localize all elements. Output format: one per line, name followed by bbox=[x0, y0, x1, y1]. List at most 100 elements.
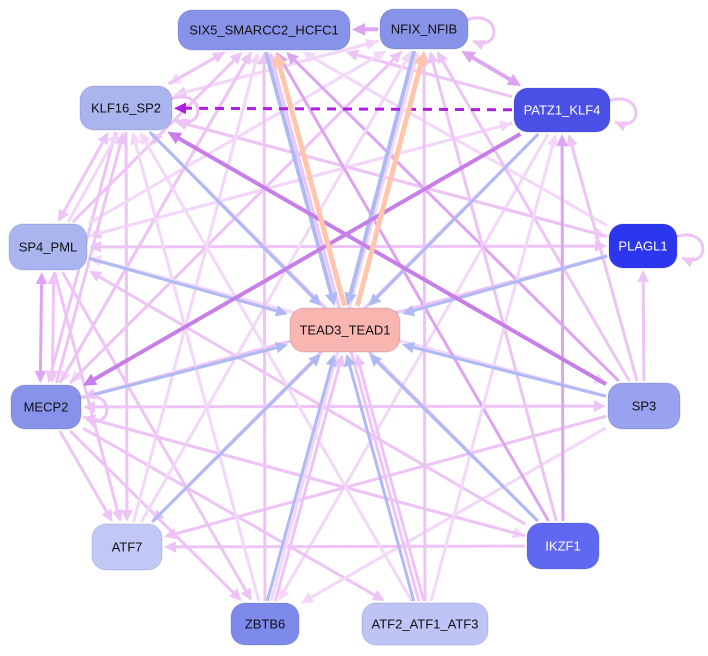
arrowhead-icon bbox=[89, 241, 102, 253]
edge-layer bbox=[34, 22, 650, 604]
arrowhead-icon bbox=[83, 373, 98, 386]
edge-PLAGL1-TEAD3 bbox=[402, 254, 608, 317]
node-ATF2[interactable]: ATF2_ATF1_ATF3 bbox=[361, 602, 489, 646]
edge-SP4-NFIX bbox=[88, 51, 387, 225]
arrowhead-icon bbox=[249, 52, 261, 66]
edge-ATF2-TEAD3 bbox=[344, 354, 416, 602]
arrowhead-icon bbox=[272, 52, 287, 68]
edge-SP4-PATZ1 bbox=[88, 120, 512, 238]
edge-ATF7-SIX5 bbox=[132, 52, 261, 523]
arrowhead-icon bbox=[274, 342, 288, 354]
arrowhead-icon bbox=[402, 305, 416, 317]
arrowhead-icon bbox=[46, 370, 59, 383]
edge-IKZF1-PATZ1 bbox=[556, 134, 568, 522]
node-PATZ1[interactable]: PATZ1_KLF4 bbox=[513, 87, 611, 133]
arrowhead-icon bbox=[593, 400, 606, 412]
node-SP3[interactable]: SP3 bbox=[607, 382, 681, 430]
edge-SIX5-TEAD3 bbox=[264, 51, 338, 306]
arrowhead-icon bbox=[368, 293, 382, 306]
node-SIX5[interactable]: SIX5_SMARCC2_HCFC1 bbox=[177, 9, 351, 51]
arrowhead-icon bbox=[240, 587, 252, 601]
self-loop-KLF16 bbox=[169, 95, 200, 130]
node-label: ZBTB6 bbox=[245, 617, 285, 632]
arrowhead-icon bbox=[345, 49, 360, 61]
edge-SP3-TEAD3 bbox=[402, 341, 607, 398]
edge-KLF16-SP4 bbox=[58, 132, 109, 222]
arrowhead-icon bbox=[556, 134, 568, 147]
node-MECP2[interactable]: MECP2 bbox=[10, 384, 82, 430]
arrowhead-icon bbox=[506, 73, 522, 86]
edge-SP4-PLAGL1 bbox=[89, 240, 607, 253]
arrowhead-icon bbox=[164, 528, 178, 540]
arrowhead-icon bbox=[402, 341, 416, 354]
node-KLF16[interactable]: KLF16_SP2 bbox=[79, 85, 173, 131]
edge-MECP2-ATF2 bbox=[82, 426, 385, 601]
arrowhead-icon bbox=[566, 134, 578, 148]
edge-KLF16-ATF7 bbox=[121, 131, 133, 522]
edge-PATZ1-NFIX bbox=[461, 51, 522, 86]
edge-IKZF1-TEAD3 bbox=[369, 354, 539, 523]
edge-ATF2-KLF16 bbox=[139, 132, 413, 602]
arrowhead-icon bbox=[682, 257, 695, 268]
edge-PATZ1-MECP2 bbox=[83, 132, 522, 386]
arrowhead-icon bbox=[637, 270, 650, 283]
arrowhead-icon bbox=[364, 38, 378, 50]
arrowhead-icon bbox=[121, 509, 133, 522]
node-SP4[interactable]: SP4_PML bbox=[8, 223, 88, 271]
arrowhead-icon bbox=[101, 508, 113, 522]
node-label: SP4_PML bbox=[19, 240, 78, 255]
self-loop-layer bbox=[78, 16, 705, 429]
node-label: MECP2 bbox=[24, 400, 69, 415]
edge-ATF7-TEAD3 bbox=[151, 354, 321, 524]
arrowhead-icon bbox=[83, 401, 96, 413]
arrowhead-icon bbox=[164, 541, 177, 553]
node-TEAD3[interactable]: TEAD3_TEAD1 bbox=[289, 307, 401, 353]
node-label: SIX5_SMARCC2_HCFC1 bbox=[189, 23, 339, 38]
arrowhead-icon bbox=[615, 121, 628, 132]
arrowhead-icon bbox=[211, 52, 226, 63]
edge-IKZF1-NFIX bbox=[427, 51, 558, 522]
arrowhead-icon bbox=[301, 592, 315, 604]
arrowhead-icon bbox=[274, 305, 288, 317]
node-label: IKZF1 bbox=[545, 539, 580, 554]
arrowhead-icon bbox=[229, 588, 242, 601]
self-loop-PLAGL1 bbox=[674, 233, 705, 268]
arrowhead-icon bbox=[427, 51, 439, 65]
node-ATF7[interactable]: ATF7 bbox=[91, 523, 163, 571]
edge-IKZF1-ATF7 bbox=[164, 541, 526, 553]
edge-SP3-PATZ1 bbox=[566, 134, 639, 382]
arrowhead-icon bbox=[369, 354, 382, 367]
self-loop-MECP2 bbox=[78, 394, 109, 429]
arrowhead-icon bbox=[354, 354, 366, 368]
edge-MECP2-ATF7 bbox=[58, 430, 113, 522]
node-PLAGL1[interactable]: PLAGL1 bbox=[608, 223, 678, 269]
arrowhead-icon bbox=[139, 132, 151, 146]
edge-MECP2-NFIX bbox=[68, 51, 402, 385]
arrowhead-icon bbox=[372, 51, 387, 63]
node-ZBTB6[interactable]: ZBTB6 bbox=[230, 602, 300, 646]
arrowhead-icon bbox=[308, 293, 322, 306]
node-NFIX[interactable]: NFIX_NFIB bbox=[379, 8, 469, 50]
edge-SP3-ZBTB6 bbox=[301, 426, 607, 604]
edge-SP4-TEAD3 bbox=[88, 257, 288, 317]
arrowhead-icon bbox=[89, 270, 103, 282]
arrowhead-icon bbox=[240, 52, 252, 66]
arrowhead-icon bbox=[129, 132, 142, 146]
edge-SP3-SIX5 bbox=[286, 52, 620, 383]
edge-PATZ1-SIX5 bbox=[345, 49, 513, 99]
edge-TEAD3-NFIX bbox=[354, 51, 428, 307]
edge-ATF2-PATZ1 bbox=[429, 134, 559, 602]
node-label: PLAGL1 bbox=[618, 239, 667, 254]
edge-MECP2-SIX5 bbox=[58, 52, 252, 384]
node-IKZF1[interactable]: IKZF1 bbox=[526, 522, 600, 570]
arrowhead-icon bbox=[333, 354, 345, 368]
arrowhead-icon bbox=[400, 51, 412, 65]
arrowhead-icon bbox=[344, 291, 357, 306]
arrowhead-icon bbox=[167, 132, 183, 145]
node-label: TEAD3_TEAD1 bbox=[299, 323, 390, 338]
arrowhead-icon bbox=[302, 52, 316, 63]
node-label: SP3 bbox=[632, 399, 657, 414]
arrowhead-icon bbox=[546, 134, 559, 148]
